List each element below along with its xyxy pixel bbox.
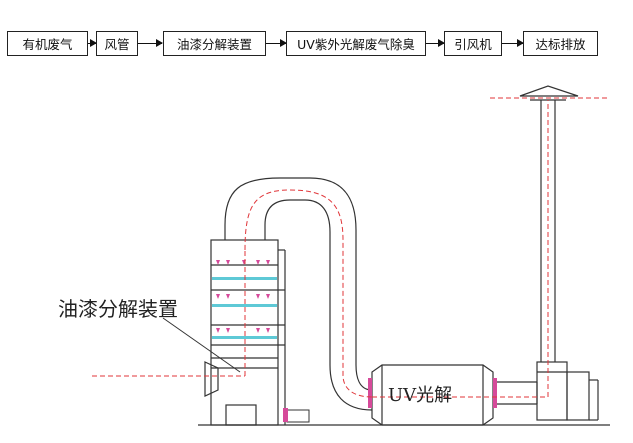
uv-flange-right [493, 378, 497, 408]
pump-marker [283, 408, 288, 422]
packing-layer [212, 336, 277, 339]
step-label-4: UV紫外光解废气除臭 [297, 37, 415, 52]
spray-nozzles [216, 260, 270, 333]
step-label-2: 风管 [104, 37, 130, 52]
step-label-5: 引风机 [454, 37, 492, 52]
uv-box [371, 364, 494, 426]
step-label-6: 达标排放 [535, 37, 586, 52]
step-box-6: 达标排放 [523, 31, 598, 56]
flow-arrow-1 [88, 39, 97, 47]
tower-inlet [204, 361, 219, 397]
device-label: 油漆分解装置 [58, 297, 178, 321]
step-label-3: 油漆分解装置 [176, 37, 252, 52]
flow-arrow-3 [266, 39, 287, 47]
uv-label: UV光解 [388, 385, 453, 406]
device-leader-line [162, 317, 241, 373]
pump [286, 409, 310, 423]
step-box-2: 风管 [96, 31, 138, 56]
step-box-3: 油漆分解装置 [163, 31, 266, 56]
fan-duct [497, 381, 538, 405]
step-label-1: 有机废气 [22, 37, 73, 52]
step-box-1: 有机废气 [7, 31, 88, 56]
gas-duct [224, 177, 373, 411]
uv-flange-left [368, 378, 372, 408]
flow-arrow-4 [426, 39, 445, 47]
water-tank [225, 404, 257, 426]
chimney [519, 85, 579, 362]
gas-flow-path [92, 97, 608, 398]
spray-tower [210, 225, 286, 426]
flow-arrow-5 [502, 39, 524, 47]
step-box-4: UV紫外光解废气除臭 [286, 31, 426, 56]
fan [536, 361, 599, 421]
step-box-5: 引风机 [444, 31, 502, 56]
packing-layer [212, 304, 277, 307]
flow-arrow-2 [138, 39, 163, 47]
